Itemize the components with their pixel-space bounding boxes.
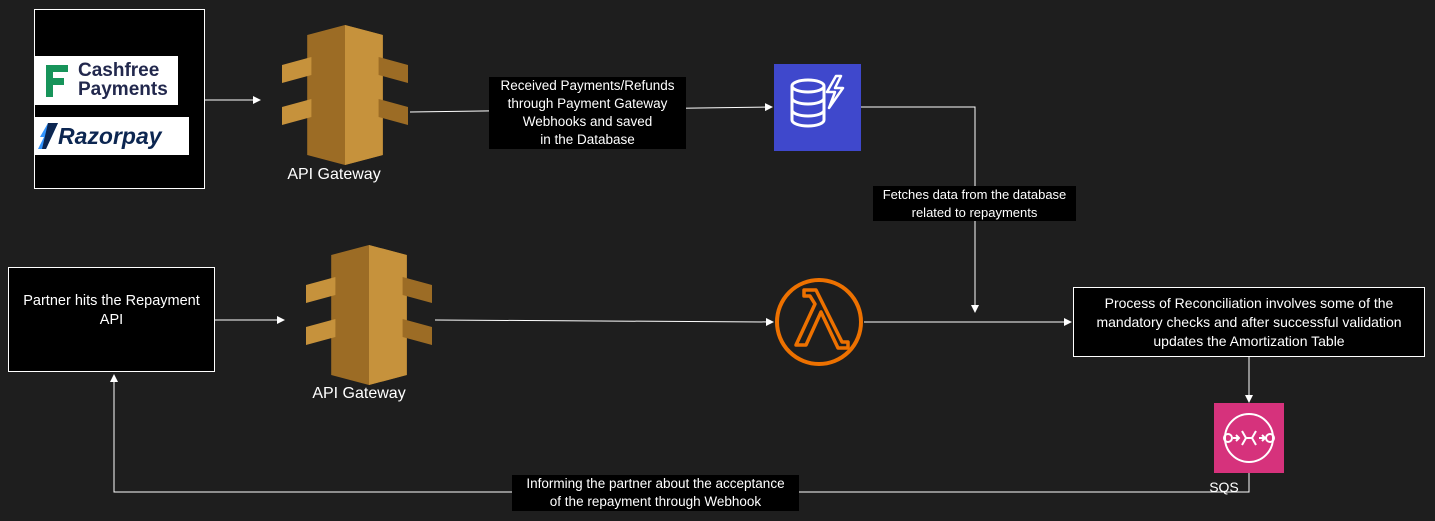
edge-gateway-to-lambda <box>434 317 774 326</box>
partner-box: Partner hits the Repayment API <box>8 267 215 372</box>
razorpay-icon <box>38 123 58 149</box>
api-gateway-top-label: API Gateway <box>287 166 381 183</box>
cashfree-logo: Cashfree Payments <box>34 56 178 105</box>
webhooks-edge-label: Received Payments/Refunds through Paymen… <box>489 77 686 149</box>
api-gateway-icon <box>306 245 432 385</box>
reconciliation-box: Process of Reconciliation involves some … <box>1073 287 1425 357</box>
api-gateway-icon <box>282 25 409 165</box>
razorpay-logo: Razorpay <box>34 117 189 155</box>
cashfree-wordmark: Cashfree Payments <box>78 61 168 99</box>
edge-database-to-reconciliation <box>861 106 979 313</box>
cashfree-line2: Payments <box>78 79 168 100</box>
lambda-icon <box>775 278 863 366</box>
sqs-icon <box>1214 403 1284 473</box>
cashfree-icon <box>46 65 68 97</box>
informing-edge-label: Informing the partner about the acceptan… <box>512 475 799 511</box>
cashfree-line1: Cashfree <box>78 60 160 81</box>
razorpay-wordmark: Razorpay <box>58 123 162 149</box>
reconciliation-text: Process of Reconciliation involves some … <box>1096 294 1402 349</box>
sqs-label: SQS <box>1209 479 1239 495</box>
fetches-edge-label: Fetches data from the database related t… <box>873 186 1076 221</box>
api-gateway-bottom-label: API Gateway <box>312 385 406 402</box>
dynamodb-icon <box>774 64 861 151</box>
partner-text: Partner hits the Repayment API <box>23 292 200 328</box>
